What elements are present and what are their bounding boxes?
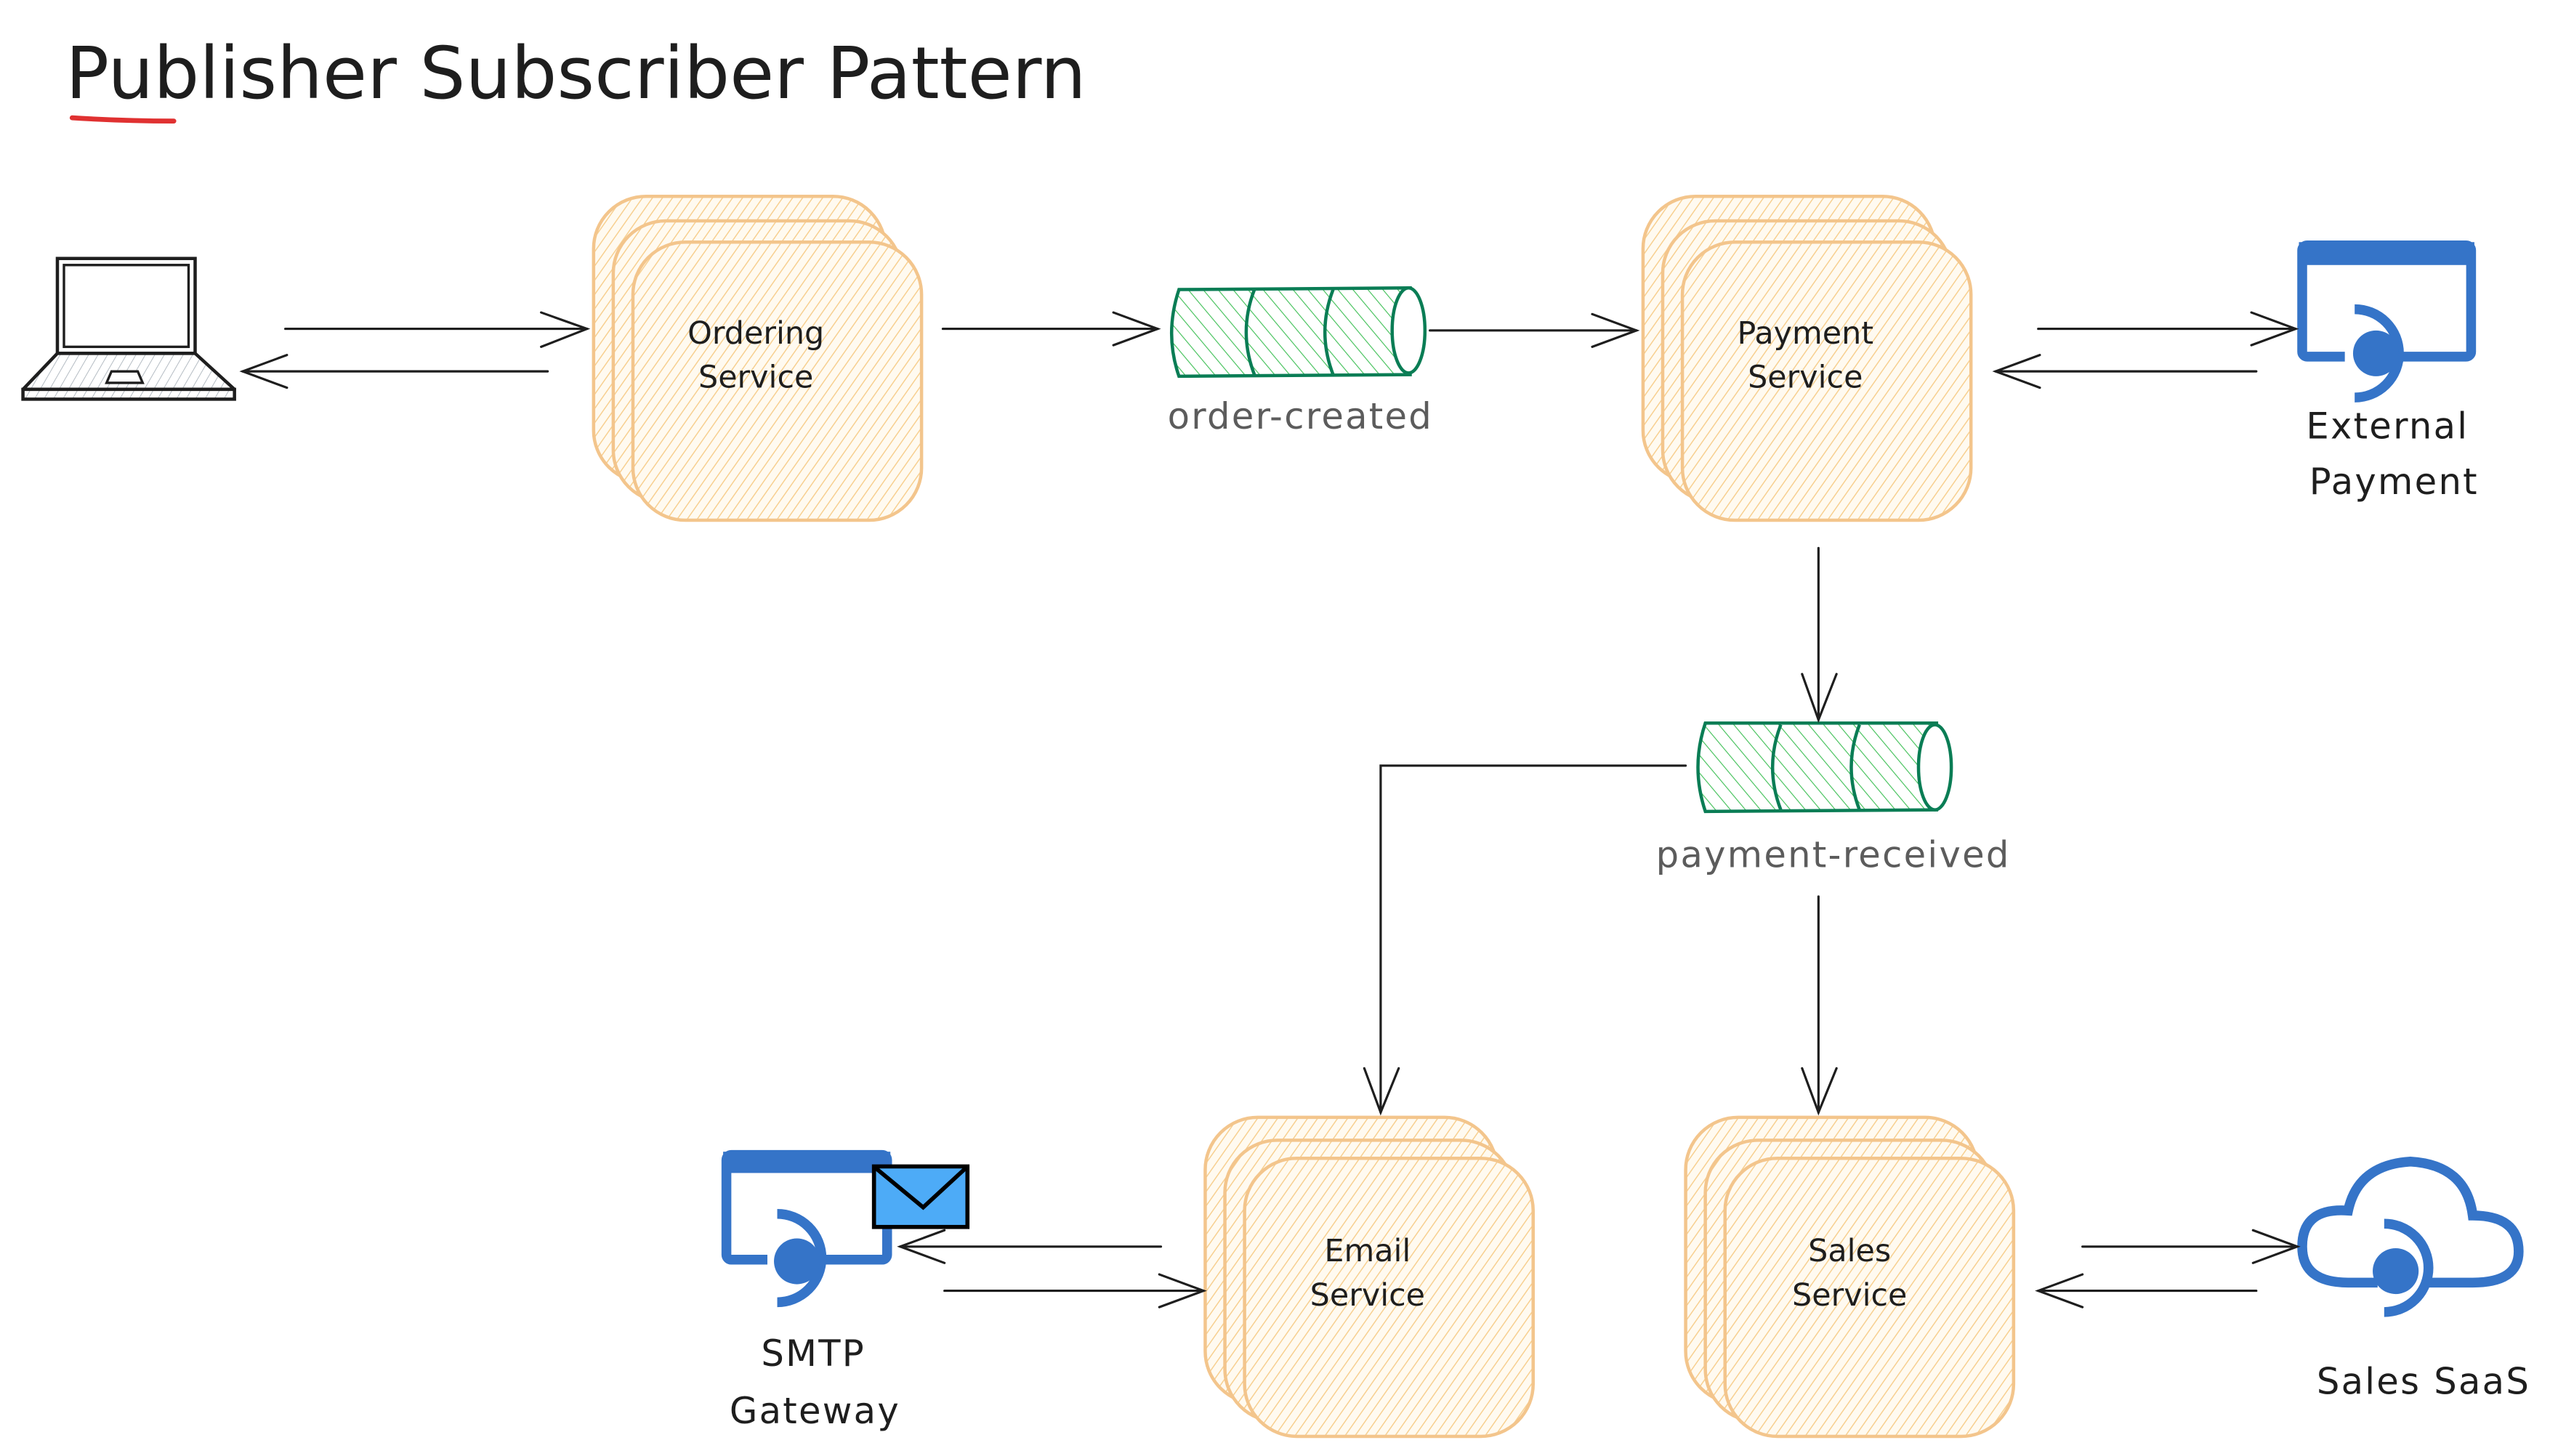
arrow-payment-to-external: [2037, 311, 2299, 347]
laptop-icon[interactable]: [21, 256, 236, 401]
title-underline: [69, 115, 177, 124]
payment-service-label-line1: Payment: [1737, 315, 1873, 352]
external-payment-label-line2: Payment: [2309, 461, 2479, 503]
arrow-external-to-payment: [1992, 354, 2258, 389]
title-group: Publisher Subscriber Pattern: [65, 32, 1086, 124]
sales-saas-label: Sales SaaS: [2317, 1360, 2530, 1402]
payment-service-node[interactable]: Payment Service: [1641, 194, 1973, 522]
ordering-service-node[interactable]: Ordering Service: [592, 194, 924, 522]
arrow-smtp-to-email: [943, 1273, 1207, 1309]
sales-service-node[interactable]: Sales Service: [1684, 1115, 2016, 1439]
payment-received-queue[interactable]: payment-received: [1656, 721, 2011, 875]
cloud-app-icon: [2297, 1156, 2524, 1317]
web-app-mail-icon: [721, 1149, 892, 1308]
arrow-order-created-to-payment: [1429, 312, 1640, 348]
sales-service-label-line2: Service: [1792, 1277, 1907, 1314]
ordering-service-label-line1: Ordering: [687, 315, 824, 352]
smtp-gateway-label-line2: Gateway: [730, 1390, 900, 1432]
envelope-icon: [871, 1164, 970, 1229]
page-title: Publisher Subscriber Pattern: [65, 32, 1086, 116]
external-payment-label-line1: External: [2306, 405, 2469, 447]
connectors: [239, 311, 2301, 1309]
arrow-client-to-ordering: [284, 311, 591, 348]
arrow-payment-to-payment-received: [1801, 546, 1838, 724]
order-created-label: order-created: [1168, 395, 1433, 437]
arrow-sales-to-saas: [2081, 1229, 2301, 1264]
arrow-ordering-to-client: [239, 354, 549, 389]
smtp-gateway-node[interactable]: SMTP Gateway: [721, 1149, 970, 1432]
email-service-label-line1: Email: [1324, 1233, 1411, 1269]
sales-service-label-line1: Sales: [1808, 1233, 1891, 1269]
payment-service-label-line2: Service: [1748, 360, 1863, 396]
ordering-service-label-line2: Service: [698, 360, 813, 396]
web-app-icon: [2297, 240, 2477, 403]
arrow-payment-received-to-sales: [1801, 895, 1838, 1116]
order-created-queue[interactable]: order-created: [1168, 286, 1433, 437]
arrow-ordering-to-order-created: [941, 311, 1161, 347]
arrow-payment-received-to-email: [1363, 764, 1687, 1116]
arrow-email-to-smtp: [897, 1229, 1163, 1264]
email-service-label-line2: Service: [1310, 1277, 1425, 1314]
arrow-saas-to-sales: [2035, 1273, 2258, 1309]
email-service-node[interactable]: Email Service: [1203, 1115, 1535, 1439]
external-payment-node[interactable]: External Payment: [2297, 240, 2479, 503]
sales-saas-node[interactable]: Sales SaaS: [2297, 1156, 2530, 1403]
smtp-gateway-label-line1: SMTP: [761, 1332, 866, 1375]
payment-received-label: payment-received: [1656, 833, 2011, 875]
